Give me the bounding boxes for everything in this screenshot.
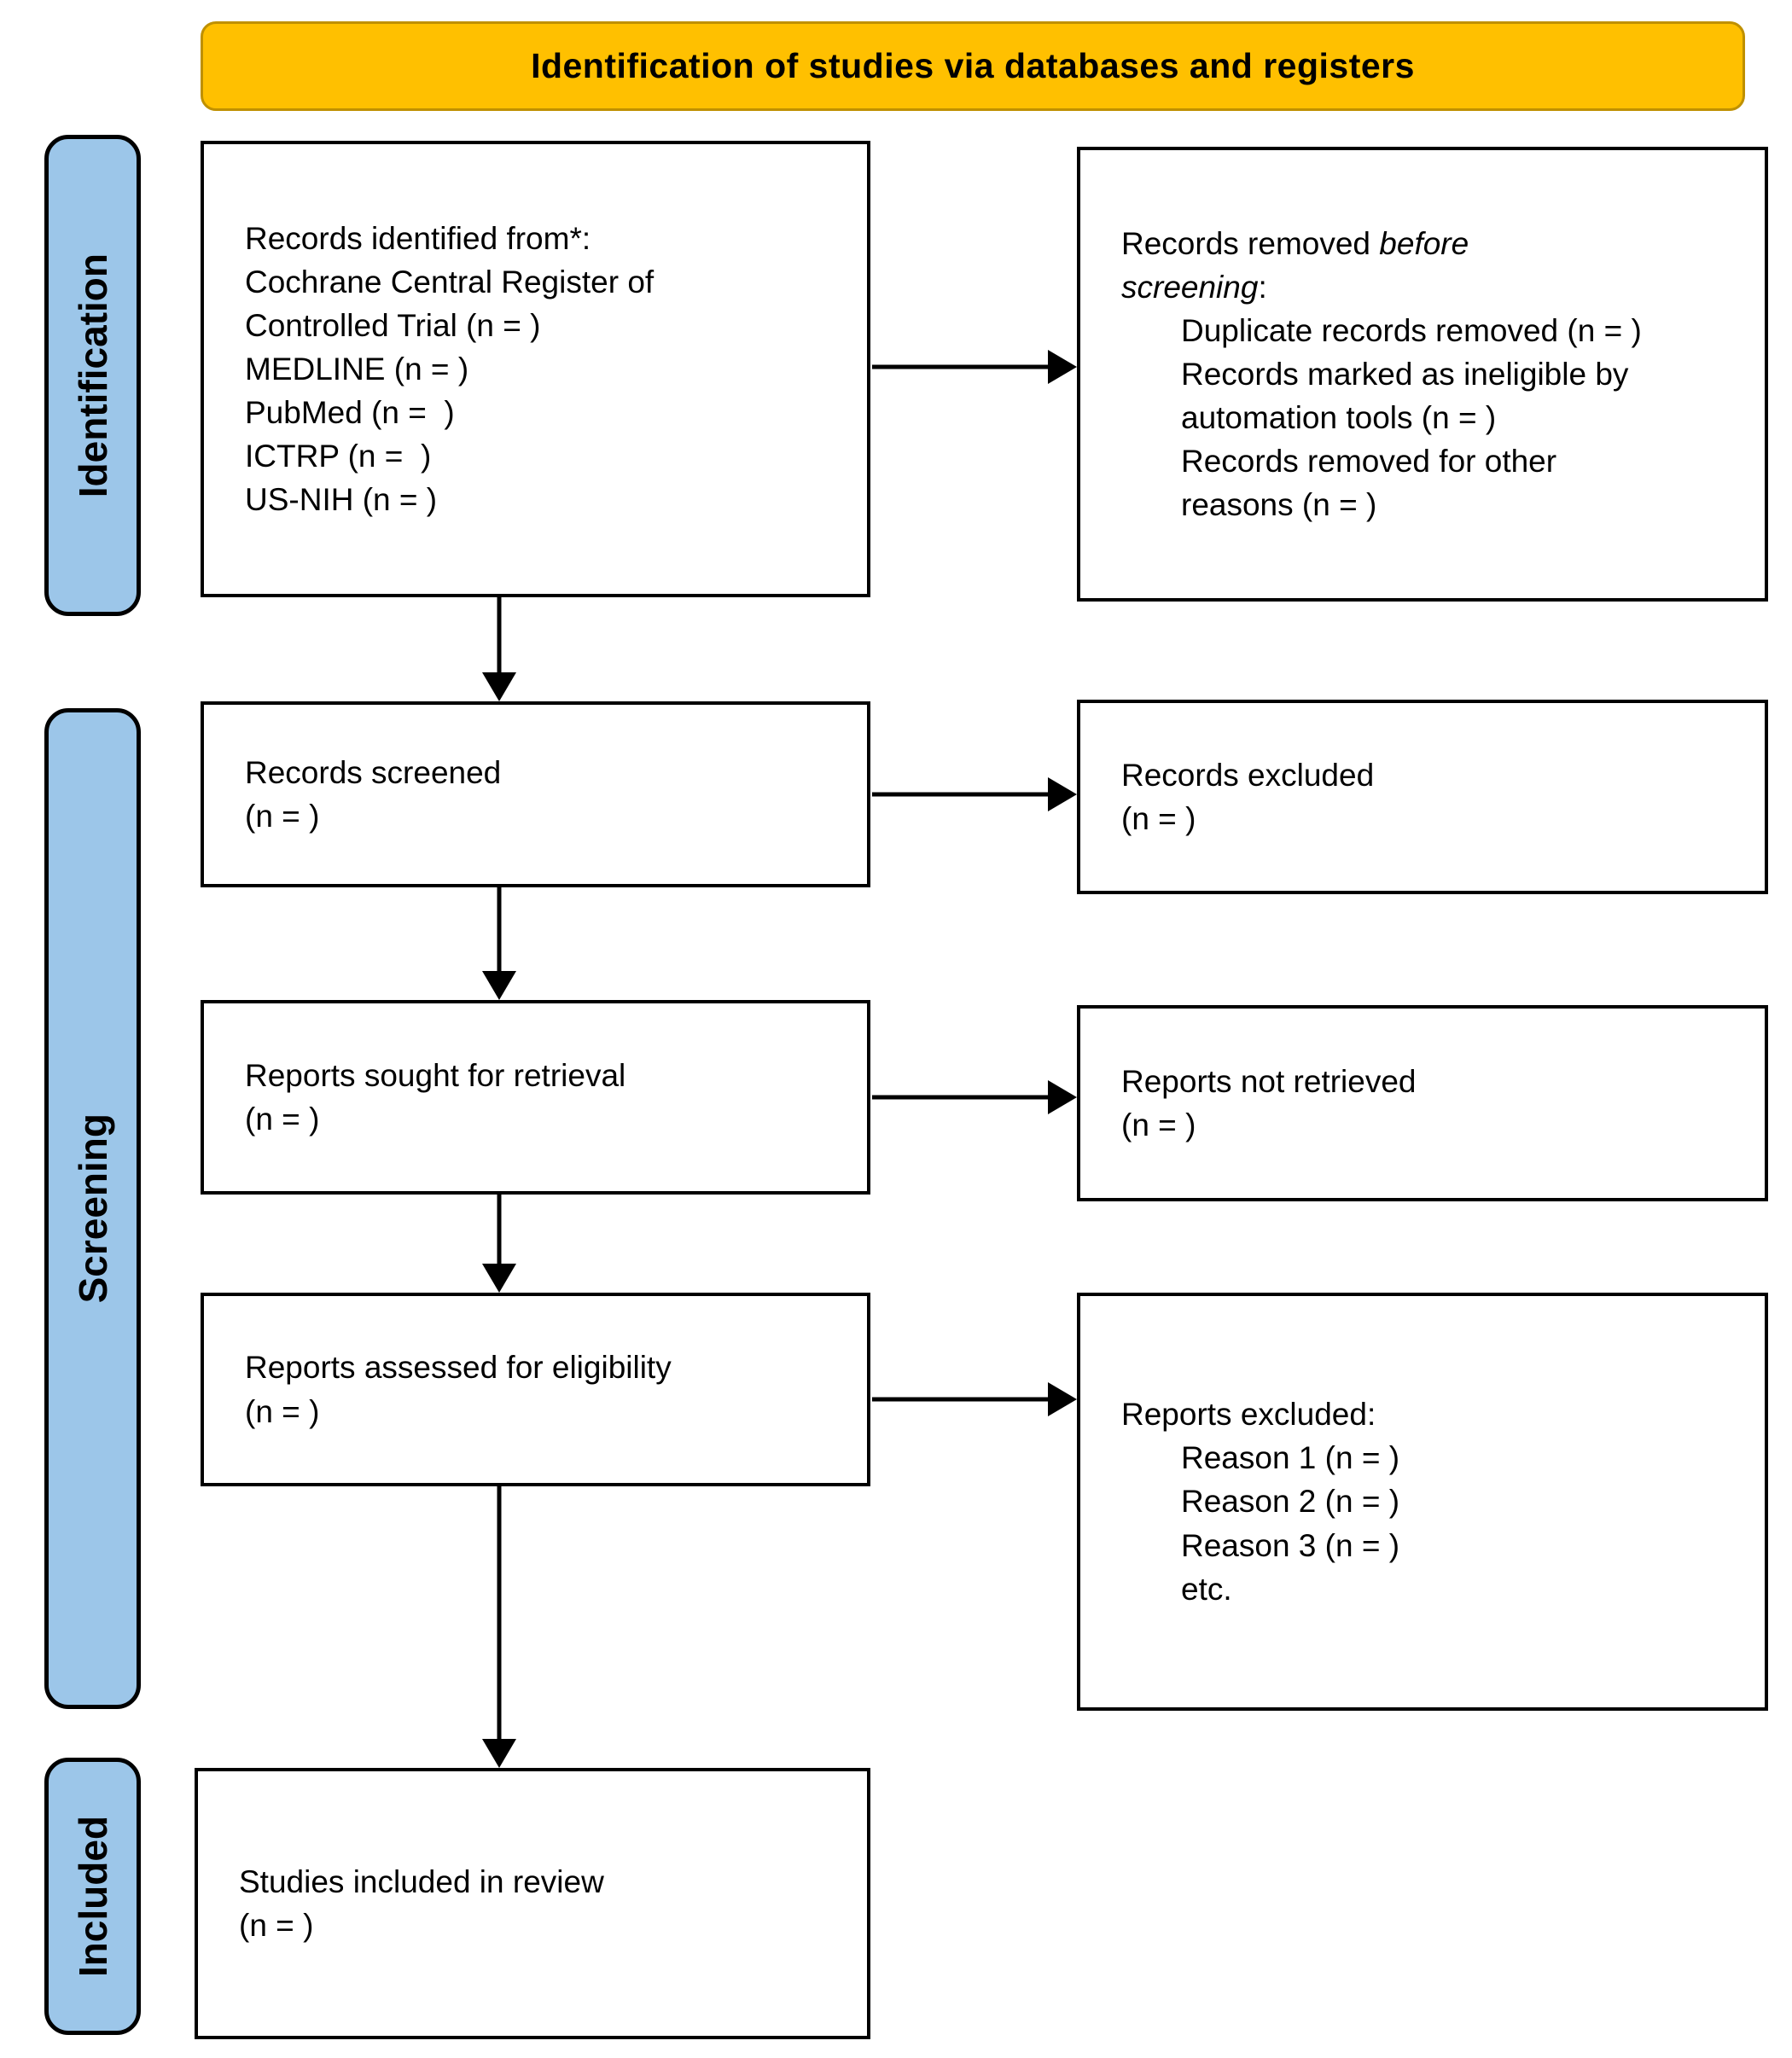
studies-included-count: (n = ) <box>239 1908 314 1943</box>
reports-excluded-reason: Reason 1 (n = ) <box>1181 1440 1400 1476</box>
records-removed-title-italic: screening <box>1121 269 1259 305</box>
records-removed-title-italic: before <box>1379 225 1469 261</box>
arrow-identified-to-screened <box>482 597 516 701</box>
reports-excluded-reason: etc. <box>1181 1571 1232 1607</box>
reports-sought-label: Reports sought for retrieval <box>245 1057 626 1093</box>
stage-label-included-text: Included <box>70 1815 115 1978</box>
reports-assessed-label: Reports assessed for eligibility <box>245 1350 672 1386</box>
records-removed-item: Records marked as ineligible by automati… <box>1181 356 1638 436</box>
diagram-title: Identification of studies via databases … <box>531 46 1415 85</box>
arrow-identified-to-removed <box>872 350 1077 384</box>
stage-label-screening-text: Screening <box>70 1113 115 1304</box>
reports-not-retrieved-label: Reports not retrieved <box>1121 1063 1417 1099</box>
box-reports-not-retrieved: Reports not retrieved (n = ) <box>1077 1005 1768 1201</box>
diagram-title-banner: Identification of studies via databases … <box>201 21 1745 111</box>
box-reports-assessed: Reports assessed for eligibility (n = ) <box>201 1293 870 1486</box>
records-identified-line: Records identified from*: <box>245 220 591 256</box>
records-removed-title-line1: Records removed before <box>1121 222 1734 265</box>
box-records-identified: Records identified from*: Cochrane Centr… <box>201 141 870 597</box>
stage-label-screening: Screening <box>44 708 141 1709</box>
box-records-screened: Records screened (n = ) <box>201 701 870 887</box>
reports-excluded-title: Reports excluded: <box>1121 1397 1376 1433</box>
reports-excluded-reason: Reason 3 (n = ) <box>1181 1527 1400 1563</box>
records-identified-line: ICTRP (n = ) <box>245 439 432 474</box>
records-identified-line: Cochrane Central Register of <box>245 264 655 299</box>
records-identified-line: Controlled Trial (n = ) <box>245 307 541 343</box>
arrow-assessed-to-reports-excluded <box>872 1382 1077 1416</box>
arrow-assessed-to-included <box>482 1486 516 1768</box>
arrow-screened-to-sought <box>482 887 516 1000</box>
box-studies-included: Studies included in review (n = ) <box>195 1768 870 2039</box>
reports-not-retrieved-count: (n = ) <box>1121 1107 1196 1142</box>
arrow-screened-to-excluded <box>872 777 1077 811</box>
box-records-removed: Records removed before screening: Duplic… <box>1077 147 1768 602</box>
reports-sought-count: (n = ) <box>245 1102 320 1137</box>
records-removed-item: Duplicate records removed (n = ) <box>1181 312 1642 348</box>
records-excluded-count: (n = ) <box>1121 801 1196 836</box>
records-removed-title-normal: Records removed <box>1121 225 1380 261</box>
stage-label-identification-text: Identification <box>70 253 115 498</box>
reports-excluded-reason: Reason 2 (n = ) <box>1181 1484 1400 1520</box>
records-excluded-label: Records excluded <box>1121 757 1375 793</box>
records-screened-count: (n = ) <box>245 799 320 834</box>
box-reports-excluded: Reports excluded: Reason 1 (n = ) Reason… <box>1077 1293 1768 1711</box>
records-removed-title-line2: screening: <box>1121 265 1734 309</box>
records-identified-line: PubMed (n = ) <box>245 395 455 431</box>
records-removed-item: Records removed for other reasons (n = ) <box>1181 444 1566 523</box>
arrow-sought-to-assessed <box>482 1195 516 1293</box>
arrow-sought-to-not-retrieved <box>872 1080 1077 1114</box>
records-identified-line: MEDLINE (n = ) <box>245 351 469 387</box>
reports-assessed-count: (n = ) <box>245 1393 320 1429</box>
studies-included-label: Studies included in review <box>239 1863 604 1899</box>
box-reports-sought: Reports sought for retrieval (n = ) <box>201 1000 870 1195</box>
records-identified-line: US-NIH (n = ) <box>245 482 438 518</box>
records-removed-title-normal: : <box>1258 269 1267 305</box>
records-screened-label: Records screened <box>245 754 502 790</box>
stage-label-included: Included <box>44 1758 141 2035</box>
stage-label-identification: Identification <box>44 135 141 616</box>
box-records-excluded: Records excluded (n = ) <box>1077 700 1768 894</box>
